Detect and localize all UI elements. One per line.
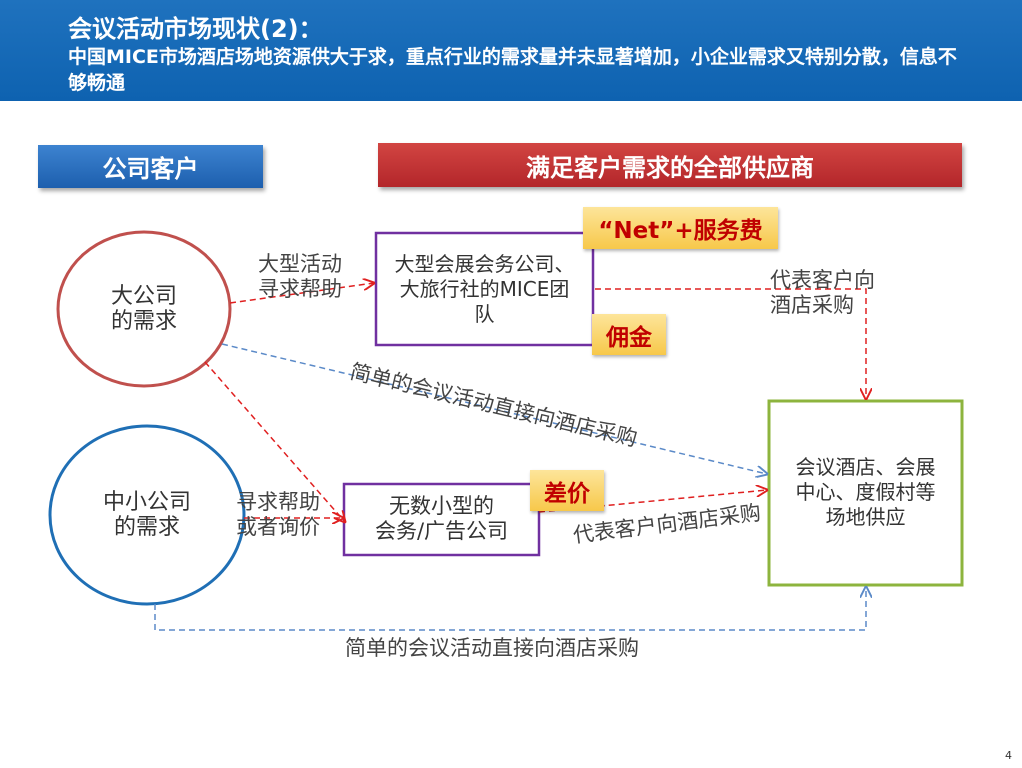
venue-supply-box [767, 399, 964, 587]
arrow-agency-to-venue [538, 490, 767, 513]
label-direct-purchase-bottom: 简单的会议活动直接向酒店采购 [345, 636, 639, 660]
label-seek-help-sme: 寻求帮助或者询价 [236, 490, 320, 539]
arrow-large-to-mice [229, 283, 374, 304]
mice-team-label: 大型会展会务公司、大旅行社的MICE团队 [394, 252, 575, 326]
page-number: 4 [1005, 749, 1012, 762]
sme-circle [48, 424, 246, 606]
clients-banner: 公司客户 [38, 145, 263, 188]
arrow-mice-to-venue [595, 288, 866, 399]
label-seek-help-large: 大型活动寻求帮助 [258, 252, 342, 301]
page-subtitle: 中国MICE市场酒店场地资源供大于求，重点行业的需求量并未显著增加，小企业需求又… [68, 46, 957, 94]
suppliers-banner: 满足客户需求的全部供应商 [378, 143, 962, 187]
net-fee-tag: “Net”+服务费 [583, 207, 778, 249]
price-diff-tag: 差价 [530, 470, 604, 511]
large-company-circle [56, 230, 232, 388]
arrow-sme-direct-to-venue [154, 587, 866, 631]
commission-tag: 佣金 [592, 314, 666, 355]
arrow-large-direct-to-venue [221, 343, 767, 474]
page-title: 会议活动市场现状(2)： [68, 15, 323, 43]
venue-supply-label: 会议酒店、会展中心、度假村等场地供应 [795, 455, 936, 529]
label-direct-purchase-diagonal: 简单的会议活动直接向酒店采购 [348, 359, 640, 450]
arrow-large-to-agency [204, 361, 345, 522]
small-agency-label: 无数小型的会务/广告公司 [374, 494, 509, 543]
header-bar: 会议活动市场现状(2)： 中国MICE市场酒店场地资源供大于求，重点行业的需求量… [0, 0, 1022, 101]
sme-label: 中小公司的需求 [102, 490, 191, 540]
label-represent-top: 代表客户向酒店采购 [770, 268, 875, 317]
large-company-label: 大公司的需求 [110, 284, 177, 334]
